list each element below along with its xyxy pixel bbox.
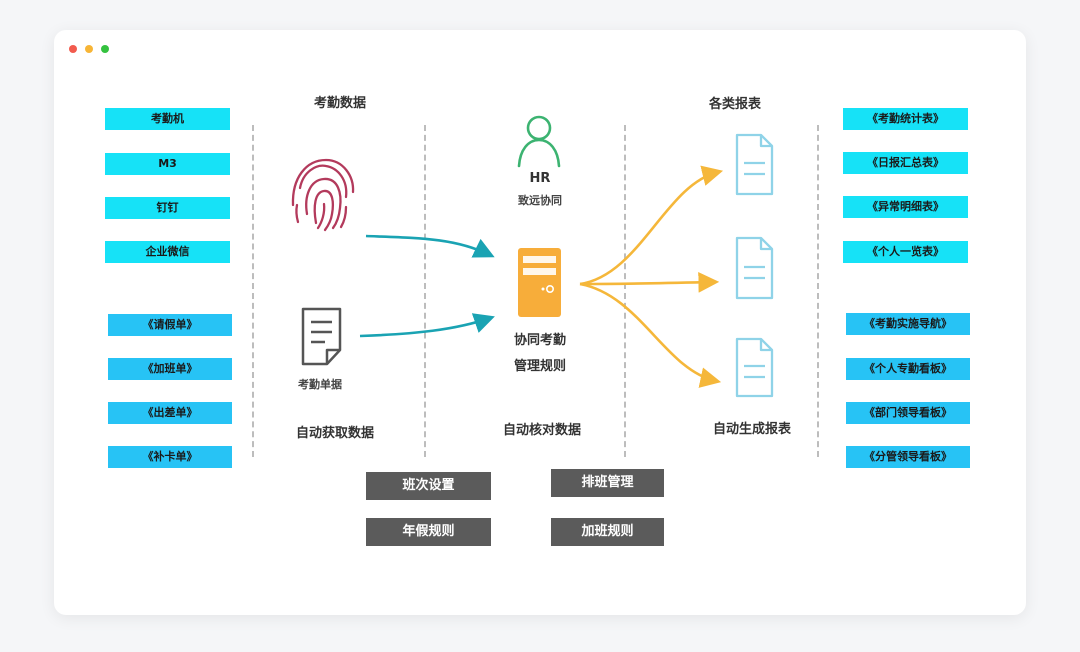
fingerprint-icon xyxy=(291,158,355,232)
divider-3 xyxy=(624,125,626,457)
server-label-line2: 管理规则 xyxy=(513,359,566,374)
hr-title: HR xyxy=(529,171,551,186)
shift-setup-button[interactable]: 班次设置 xyxy=(366,472,491,500)
annual-leave-rules-button[interactable]: 年假规则 xyxy=(366,518,491,546)
report-tag-daily-summary: 《日报汇总表》 xyxy=(843,152,968,174)
close-dot[interactable] xyxy=(69,45,77,53)
arrow-server-to-report-1 xyxy=(579,165,724,286)
report-document-icon-3 xyxy=(735,337,774,398)
report-tag-personal-overview: 《个人一览表》 xyxy=(843,241,968,263)
zoom-dot[interactable] xyxy=(101,45,109,53)
minimize-dot[interactable] xyxy=(85,45,93,53)
arrow-document-to-server xyxy=(359,313,495,338)
arrow-server-to-report-3 xyxy=(579,282,722,388)
report-document-icon-2 xyxy=(735,236,774,300)
form-tag-overtime: 《加班单》 xyxy=(108,358,232,380)
overtime-rules-button[interactable]: 加班规则 xyxy=(551,518,664,546)
form-tag-business-trip: 《出差单》 xyxy=(108,402,232,424)
source-tag-wecom: 企业微信 xyxy=(105,241,230,263)
server-icon xyxy=(518,248,561,317)
divider-4 xyxy=(817,125,819,457)
server-label-line1: 协同考勤 xyxy=(513,333,566,348)
attendance-document-icon xyxy=(301,307,342,366)
source-tag-dingtalk: 钉钉 xyxy=(105,197,230,219)
schedule-management-button[interactable]: 排班管理 xyxy=(551,469,664,497)
report-tag-attendance-stats: 《考勤统计表》 xyxy=(843,108,968,130)
output-caption: 自动生成报表 xyxy=(712,422,791,437)
output-title: 各类报表 xyxy=(708,97,761,112)
arrow-server-to-report-2 xyxy=(579,271,720,293)
hr-subtitle: 致远协同 xyxy=(518,194,562,207)
report-document-icon-1 xyxy=(735,133,774,196)
hr-person-icon xyxy=(517,115,561,168)
board-tag-department-leader: 《部门领导看板》 xyxy=(846,402,970,424)
form-tag-leave: 《请假单》 xyxy=(108,314,232,336)
board-tag-personal: 《个人专勤看板》 xyxy=(846,358,970,380)
core-caption: 自动核对数据 xyxy=(502,423,581,438)
attendance-doc-label: 考勤单据 xyxy=(298,378,342,391)
source-tag-m3: M3 xyxy=(105,153,230,175)
form-tag-punch-correction: 《补卡单》 xyxy=(108,446,232,468)
arrow-fingerprint-to-server xyxy=(365,234,495,258)
report-tag-exception-detail: 《异常明细表》 xyxy=(843,196,968,218)
board-tag-implementation-nav: 《考勤实施导航》 xyxy=(846,313,970,335)
source-tag-attendance-machine: 考勤机 xyxy=(105,108,230,130)
divider-2 xyxy=(424,125,426,457)
collect-title: 考勤数据 xyxy=(313,96,366,111)
board-tag-division-leader: 《分管领导看板》 xyxy=(846,446,970,468)
divider-1 xyxy=(252,125,254,457)
collect-caption: 自动获取数据 xyxy=(295,426,374,441)
